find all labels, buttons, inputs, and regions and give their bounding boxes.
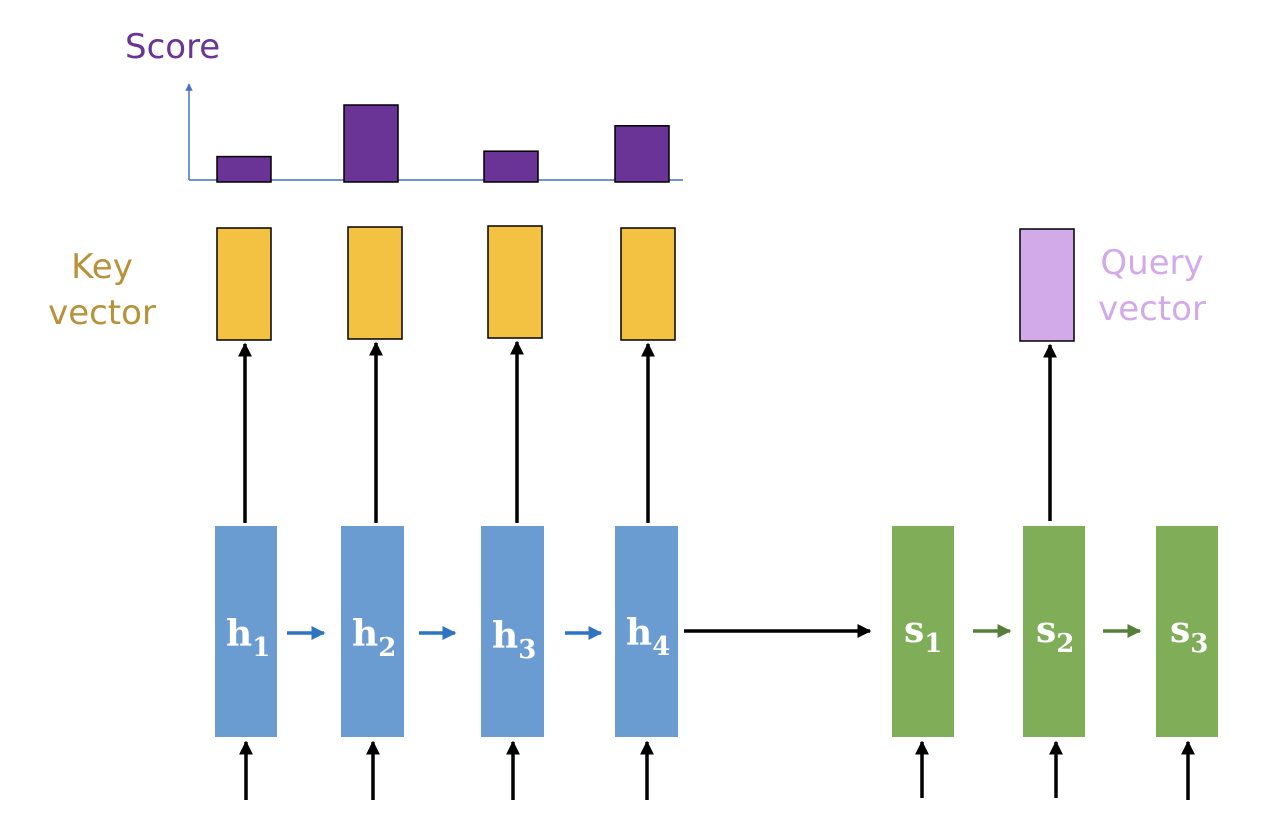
key-vector-2 — [347, 226, 403, 340]
encoder-cell-1 — [215, 526, 277, 737]
input-arrows — [239, 740, 1195, 800]
encoder-cells — [215, 526, 678, 737]
encoder-label-4: h4 — [626, 612, 670, 662]
key-vector-4 — [620, 227, 676, 341]
score-chart — [185, 83, 683, 183]
score-label: Score — [125, 27, 220, 67]
decoder-label-1: s1 — [904, 609, 942, 659]
decoder-cell-2 — [1023, 526, 1085, 737]
encoder-label-2: h2 — [352, 613, 396, 663]
decoder-label-2: s2 — [1036, 609, 1074, 659]
query-label-line1: Query — [1100, 243, 1203, 283]
query-vector — [1019, 228, 1075, 342]
encoder-label-3: h3 — [492, 615, 536, 665]
key-vector-1 — [216, 227, 272, 341]
encoder-label-1: h1 — [226, 613, 270, 663]
score-bar-1 — [216, 155, 272, 183]
decoder-label-3: s3 — [1170, 609, 1208, 659]
decoder-cell-1 — [892, 526, 954, 737]
score-bar-3 — [483, 150, 539, 183]
key-vectors — [216, 225, 676, 341]
key-label-line1: Key — [71, 247, 133, 287]
key-vector-3 — [487, 225, 543, 339]
encoder-cell-4 — [615, 526, 678, 737]
decoder-cell-3 — [1156, 526, 1218, 737]
encoder-cell-3 — [481, 526, 544, 737]
decoder-cells — [892, 526, 1218, 737]
score-bar-4 — [614, 125, 670, 183]
encoder-cell-2 — [341, 526, 404, 737]
score-bars — [216, 104, 670, 183]
query-label-line2: vector — [1098, 289, 1206, 329]
key-projection-arrows — [238, 340, 1057, 523]
key-label-line2: vector — [48, 293, 156, 333]
score-bar-2 — [343, 104, 399, 183]
